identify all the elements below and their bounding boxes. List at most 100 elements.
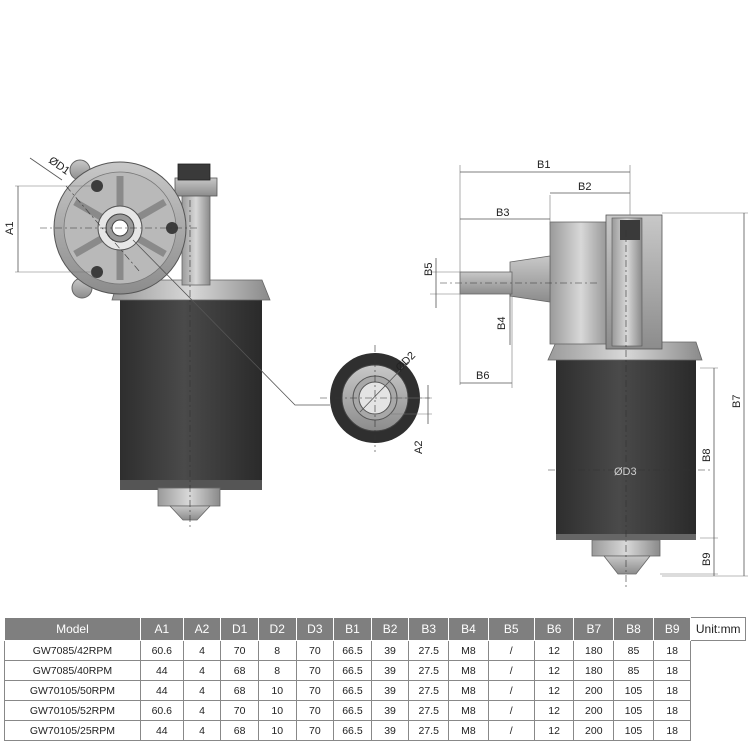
value-cell: 10	[257, 680, 297, 701]
b3-label: B3	[496, 207, 509, 219]
side-view	[430, 165, 748, 590]
model-cell: GW7085/42RPM	[4, 640, 141, 661]
model-cell: GW7085/40RPM	[4, 660, 141, 681]
value-cell: 105	[613, 700, 654, 721]
value-cell: 66.5	[333, 640, 372, 661]
d1-label: ØD1	[46, 155, 71, 178]
value-cell: M8	[448, 720, 489, 741]
spec-table: Model A1 A2 D1 D2 D3 B1 B2 B3 B4 B5 B6 B…	[4, 617, 746, 741]
value-cell: 66.5	[333, 680, 372, 701]
value-cell: 44	[139, 680, 184, 701]
value-cell: 8	[257, 640, 297, 661]
col-header: D2	[257, 617, 297, 641]
value-cell: 85	[613, 640, 654, 661]
col-header: A2	[182, 617, 222, 641]
value-cell: 68	[220, 660, 259, 681]
value-cell: 60.6	[139, 700, 184, 721]
value-cell: 8	[257, 660, 297, 681]
front-view	[15, 157, 330, 530]
col-header: B5	[487, 617, 535, 641]
shaft-detail	[320, 345, 432, 452]
value-cell: 12	[533, 660, 575, 681]
value-cell: 27.5	[408, 660, 450, 681]
value-cell: 180	[573, 660, 615, 681]
col-header: D3	[295, 617, 335, 641]
value-cell: 12	[533, 720, 575, 741]
value-cell: 66.5	[333, 660, 372, 681]
col-header: B7	[573, 617, 615, 641]
b1-label: B1	[537, 159, 550, 171]
value-cell: /	[487, 680, 535, 701]
value-cell: 39	[370, 680, 410, 701]
value-cell: /	[487, 640, 535, 661]
value-cell: M8	[448, 680, 489, 701]
value-cell: 39	[370, 720, 410, 741]
value-cell: 4	[182, 640, 222, 661]
value-cell: 180	[573, 640, 615, 661]
b9-label: B9	[701, 553, 713, 566]
value-cell: 70	[295, 700, 335, 721]
value-cell: 200	[573, 720, 615, 741]
b5-label: B5	[423, 263, 435, 276]
value-cell: 44	[139, 720, 184, 741]
value-cell: 18	[652, 640, 692, 661]
value-cell: 18	[652, 700, 692, 721]
col-header: D1	[220, 617, 259, 641]
value-cell: 70	[295, 680, 335, 701]
value-cell: 27.5	[408, 700, 450, 721]
value-cell: /	[487, 660, 535, 681]
value-cell: 27.5	[408, 640, 450, 661]
unit-label: Unit:mm	[690, 617, 746, 641]
col-header: B4	[448, 617, 489, 641]
value-cell: 70	[295, 640, 335, 661]
b7-label: B7	[731, 395, 743, 408]
model-cell: GW70105/25RPM	[4, 720, 141, 741]
value-cell: 4	[182, 700, 222, 721]
value-cell: 18	[652, 660, 692, 681]
value-cell: 4	[182, 680, 222, 701]
value-cell: 12	[533, 700, 575, 721]
value-cell: 18	[652, 720, 692, 741]
value-cell: /	[487, 720, 535, 741]
value-cell: /	[487, 700, 535, 721]
value-cell: 27.5	[408, 680, 450, 701]
model-cell: GW70105/52RPM	[4, 700, 141, 721]
value-cell: 4	[182, 720, 222, 741]
value-cell: M8	[448, 640, 489, 661]
value-cell: M8	[448, 700, 489, 721]
value-cell: 39	[370, 640, 410, 661]
motor-drawing: ØD1 A1 ØD2 A2	[4, 155, 748, 590]
b6-label: B6	[476, 370, 489, 382]
value-cell: 12	[533, 680, 575, 701]
table-header-row: Model A1 A2 D1 D2 D3 B1 B2 B3 B4 B5 B6 B…	[4, 617, 746, 641]
b2-label: B2	[578, 181, 591, 193]
value-cell: 18	[652, 680, 692, 701]
a1-label: A1	[4, 222, 16, 235]
col-header: B8	[613, 617, 654, 641]
value-cell: 10	[257, 720, 297, 741]
value-cell: M8	[448, 660, 489, 681]
d3-label: ØD3	[614, 466, 637, 478]
b8-label: B8	[701, 449, 713, 462]
b4-label: B4	[496, 317, 508, 330]
value-cell: 60.6	[139, 640, 184, 661]
value-cell: 68	[220, 680, 259, 701]
value-cell: 70	[295, 660, 335, 681]
value-cell: 66.5	[333, 700, 372, 721]
value-cell: 200	[573, 700, 615, 721]
value-cell: 27.5	[408, 720, 450, 741]
value-cell: 70	[220, 640, 259, 661]
front-motor-body	[120, 300, 262, 490]
value-cell: 105	[613, 720, 654, 741]
col-header: Model	[4, 617, 141, 641]
value-cell: 70	[220, 700, 259, 721]
col-header: B9	[652, 617, 692, 641]
value-cell: 105	[613, 680, 654, 701]
value-cell: 4	[182, 660, 222, 681]
value-cell: 39	[370, 660, 410, 681]
